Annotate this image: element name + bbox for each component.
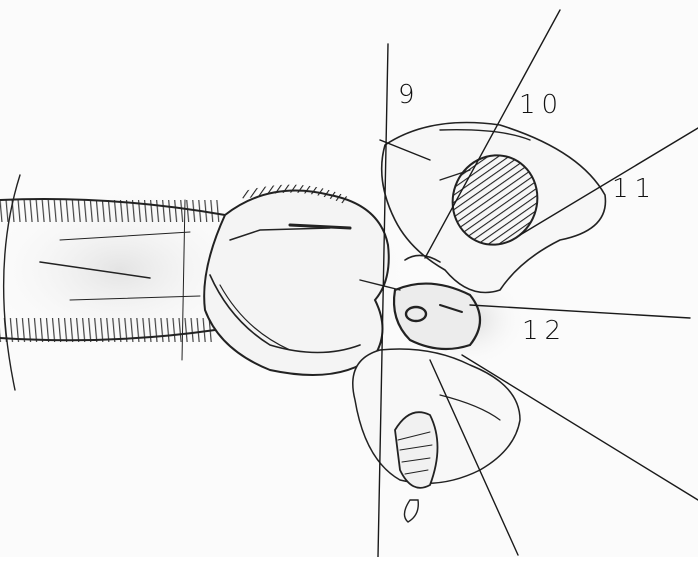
callout-label-10: 10 (519, 92, 564, 118)
central-lobe (204, 189, 389, 375)
callout-label-12: 12 (522, 318, 567, 344)
callout-label-9: 9 (398, 82, 421, 108)
callout-label-11: 11 (612, 176, 657, 202)
